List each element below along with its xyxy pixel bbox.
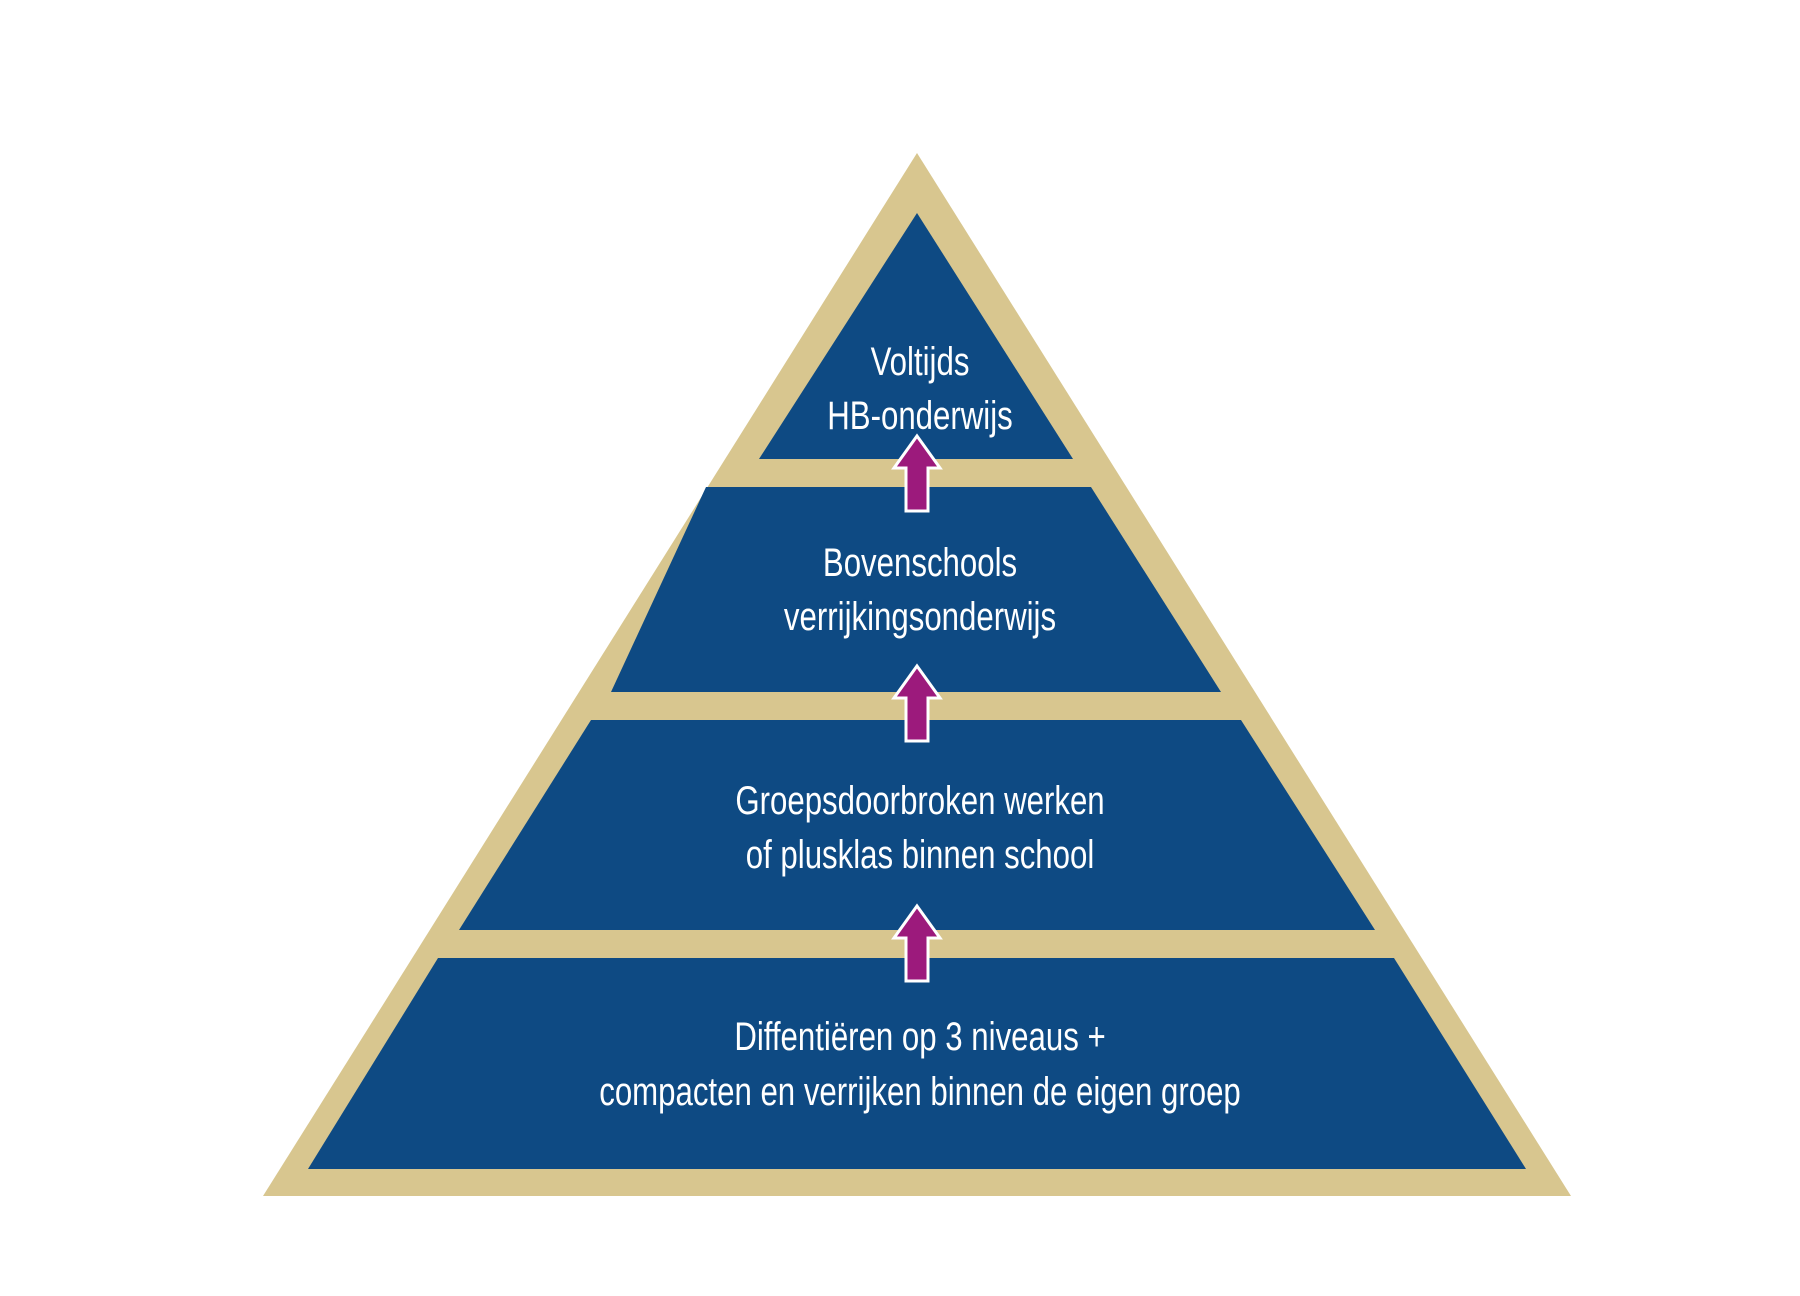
tier-2 <box>611 487 1221 692</box>
tier-1-line-1: Voltijds <box>871 339 970 384</box>
tier-4 <box>308 958 1526 1169</box>
tier-2-line-1: Bovenschools <box>823 540 1017 585</box>
tier-3-line-1: Groepsdoorbroken werken <box>735 778 1104 823</box>
arrow-up-icon <box>891 663 943 743</box>
tier-3-line-2: of plusklas binnen school <box>746 832 1095 877</box>
tier-4-line-2: compacten en verrijken binnen de eigen g… <box>599 1069 1241 1114</box>
arrow-up-icon <box>891 903 943 983</box>
arrow-up-icon <box>891 433 943 513</box>
tier-4-line-1: Diffentiëren op 3 niveaus + <box>734 1014 1105 1059</box>
tier-1-line-2: HB-onderwijs <box>827 393 1012 438</box>
tier-2-line-2: verrijkingsonderwijs <box>784 594 1056 639</box>
tier-3 <box>459 720 1375 930</box>
tier-1 <box>759 213 1073 459</box>
